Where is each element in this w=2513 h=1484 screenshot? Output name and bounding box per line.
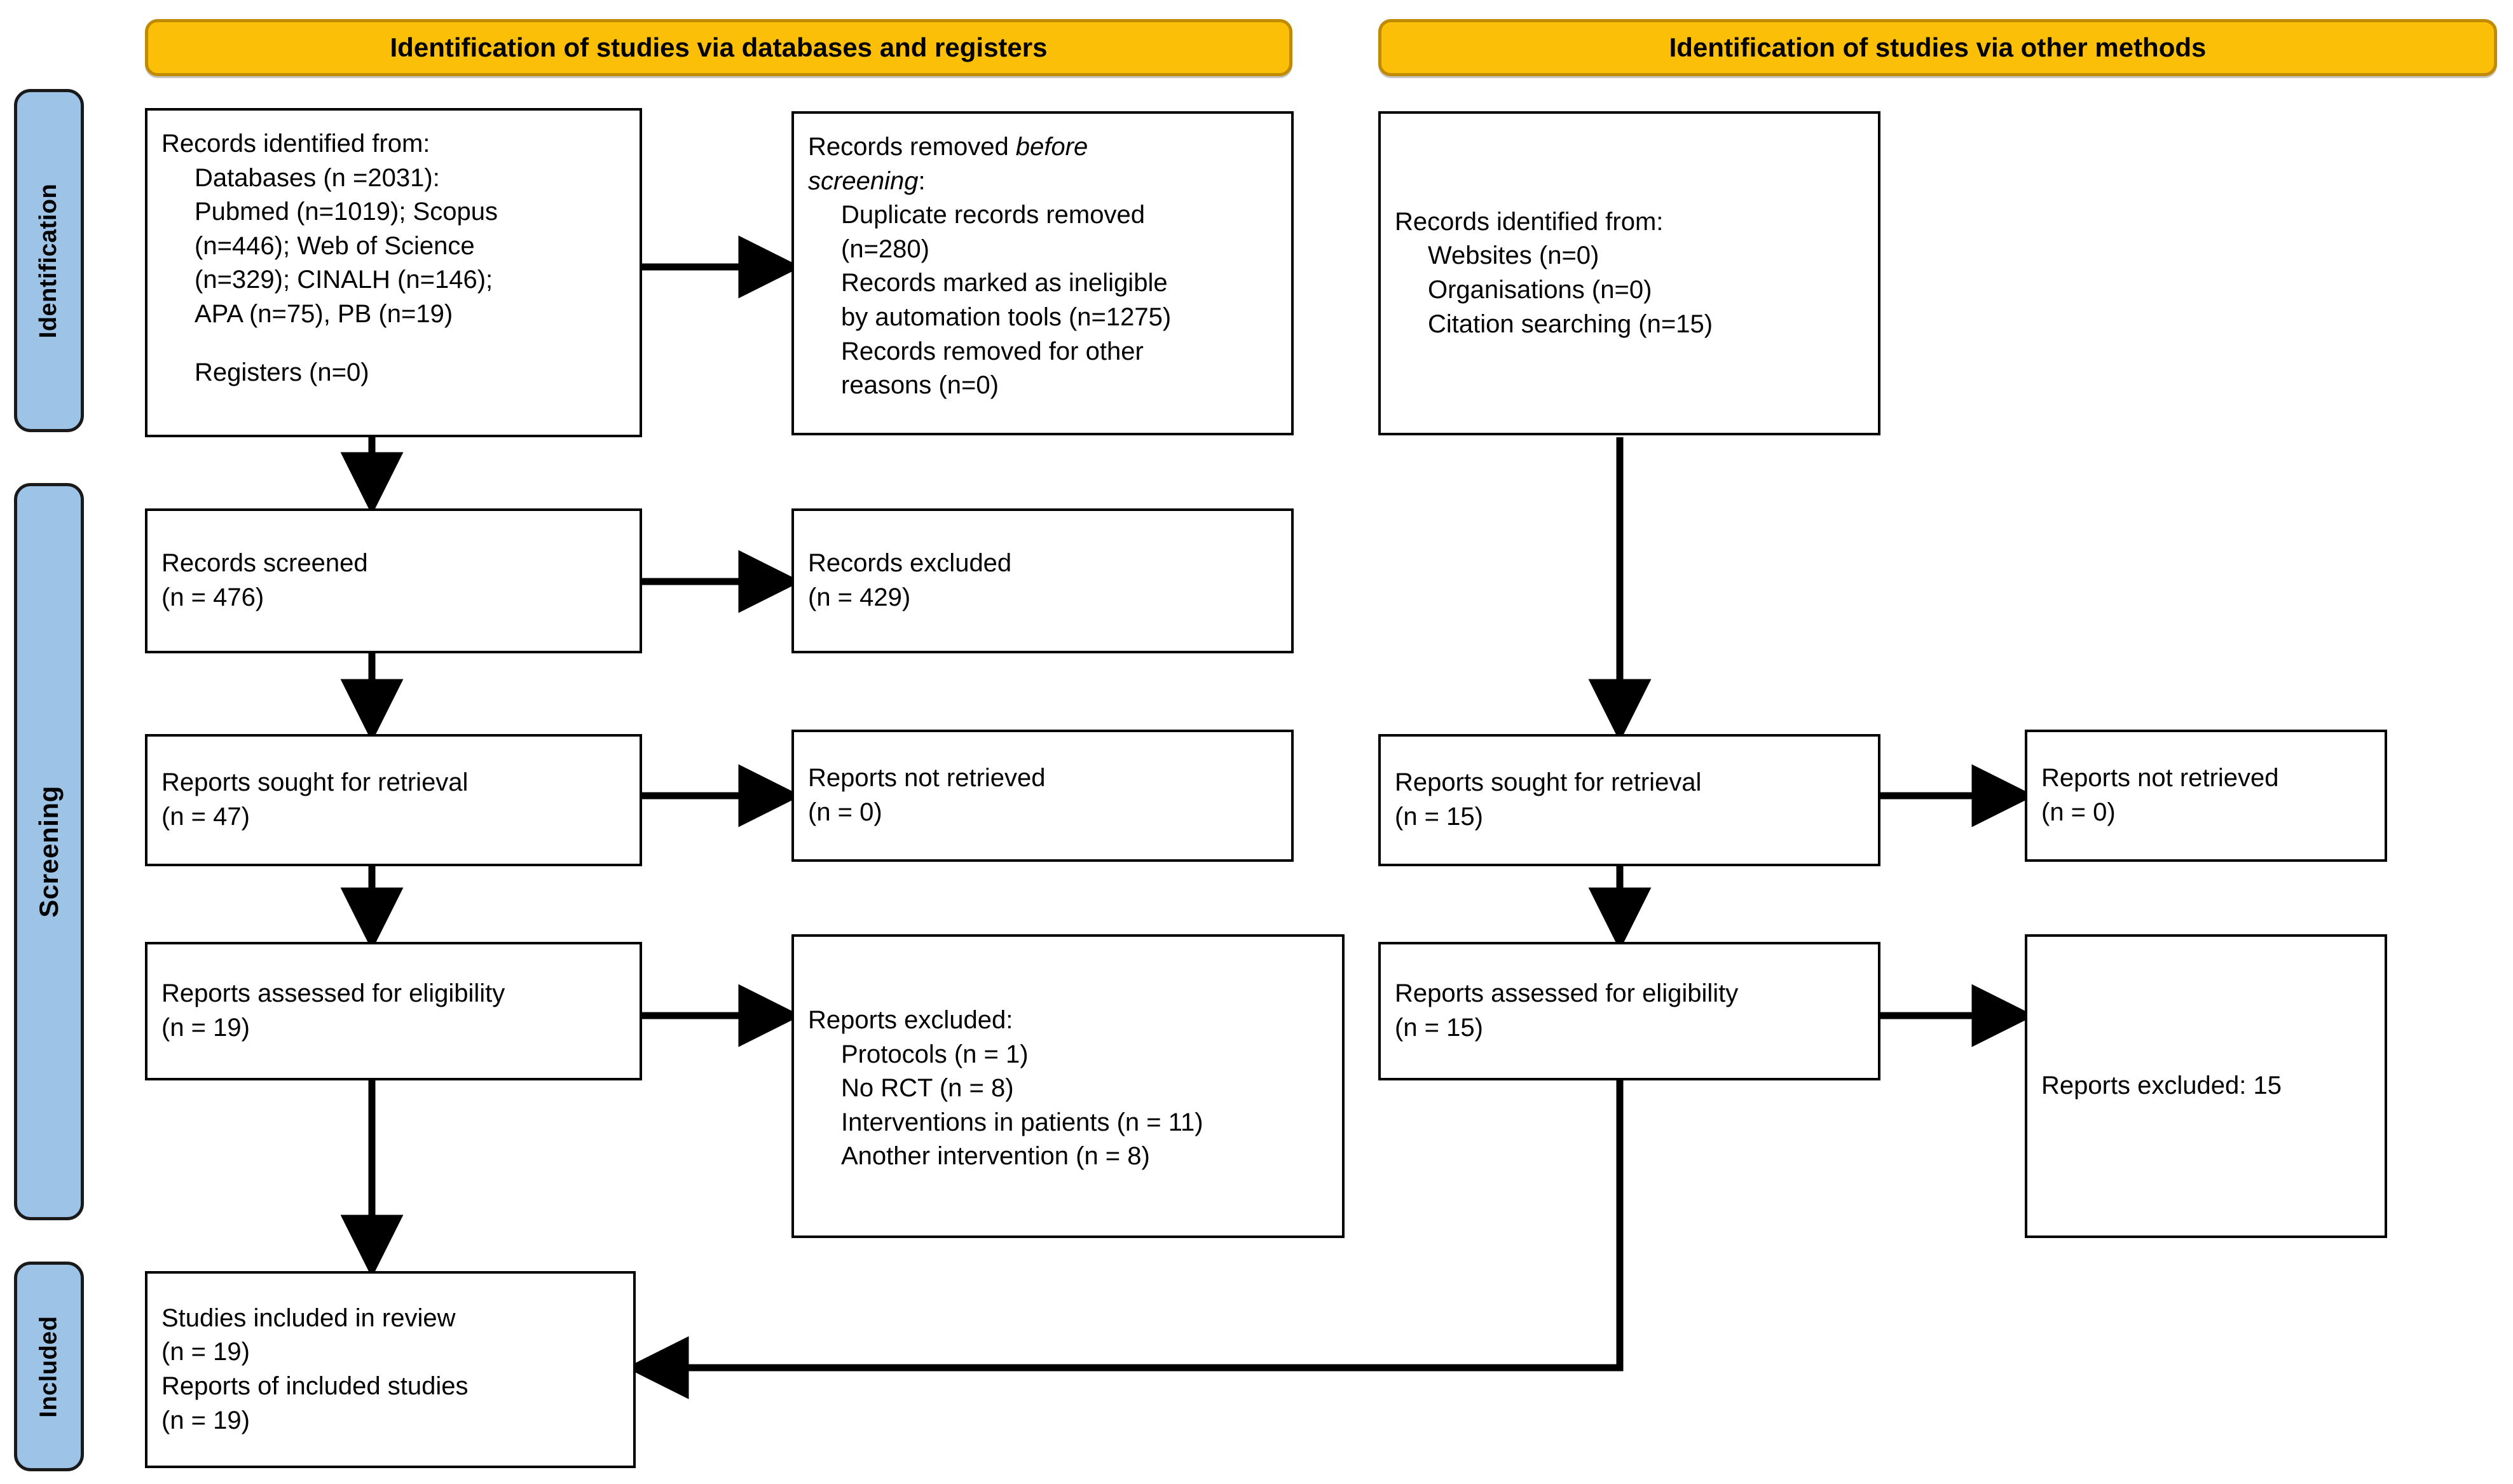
phase-label-screening: Screening [34,786,64,918]
line-records-identified-other-1: Websites (n=0) [1428,242,1599,270]
line-studies-included-3: (n = 19) [161,1406,250,1434]
banner-other-methods: Identification of studies via other meth… [1378,19,2497,76]
banner-other-label: Identification of studies via other meth… [1669,32,2207,62]
box-records-identified: Records identified from: Databases (n =2… [145,108,642,437]
line-records-removed-1-head: screening [808,167,919,195]
line-reports-excluded-left-2: No RCT (n = 8) [841,1074,1014,1103]
line-reports-not-retrieved-right-1: (n = 0) [2041,798,2116,826]
box-reports-sought-left: Reports sought for retrieval (n = 47) [145,734,642,866]
line-reports-sought-left-0: Reports sought for retrieval [161,768,469,797]
box-reports-sought-right: Reports sought for retrieval (n = 15) [1378,734,1880,866]
line-records-identified-2: Pubmed (n=1019); Scopus [195,198,498,226]
box-reports-excluded-right: Reports excluded: 15 [2025,934,2387,1238]
line-records-identified-7: Registers (n=0) [195,358,369,386]
line-reports-assessed-left-1: (n = 19) [161,1014,250,1042]
line-records-screened-0: Records screened [161,549,368,578]
box-records-identified-other: Records identified from: Websites (n=0) … [1378,111,1880,435]
box-reports-assessed-right: Reports assessed for eligibility (n = 15… [1378,942,1880,1080]
line-records-identified-3: (n=446); Web of Science [195,231,475,260]
line-records-removed-7: reasons (n=0) [841,371,999,400]
line-records-removed-6: Records removed for other [841,337,1144,365]
line-reports-excluded-left-0: Reports excluded: [808,1006,1013,1034]
box-records-excluded: Records excluded (n = 429) [791,508,1294,653]
line-reports-not-retrieved-left-1: (n = 0) [808,798,882,826]
banner-databases-label: Identification of studies via databases … [390,32,1048,62]
phase-label-included: Included [35,1315,62,1418]
line-records-removed-0-head: Records removed [808,133,1016,161]
line-records-identified-5: APA (n=75), PB (n=19) [195,299,453,328]
line-records-identified-spacer [161,332,626,356]
box-reports-not-retrieved-left: Reports not retrieved (n = 0) [791,730,1294,862]
line-reports-excluded-left-1: Protocols (n = 1) [841,1040,1029,1068]
box-studies-included: Studies included in review (n = 19) Repo… [145,1271,636,1468]
line-records-identified-other-0: Records identified from: [1395,207,1664,236]
line-reports-excluded-right-0: Reports excluded: 15 [2041,1072,2282,1100]
phase-bar-identification: Identification [14,89,84,432]
line-records-identified-4: (n=329); CINALH (n=146); [195,266,493,294]
line-reports-assessed-left-0: Reports assessed for eligibility [161,979,505,1008]
line-records-removed-5: by automation tools (n=1275) [841,303,1172,331]
line-records-identified-other-3: Citation searching (n=15) [1428,310,1713,338]
line-reports-not-retrieved-left-0: Reports not retrieved [808,764,1046,793]
line-records-excluded-1: (n = 429) [808,583,911,611]
phase-bar-screening: Screening [14,483,84,1220]
line-records-removed-1: screening: [808,165,1277,199]
phase-bar-included: Included [14,1262,84,1471]
box-records-screened: Records screened (n = 476) [145,508,642,653]
line-records-screened-1: (n = 476) [161,583,264,611]
box-reports-assessed-left: Reports assessed for eligibility (n = 19… [145,942,642,1080]
line-records-removed-3: (n=280) [841,235,929,263]
line-reports-assessed-right-0: Reports assessed for eligibility [1395,979,1739,1008]
phase-label-identification: Identification [35,183,62,338]
line-records-removed-1-tail: : [918,167,926,195]
line-reports-not-retrieved-right-0: Reports not retrieved [2041,764,2279,793]
line-studies-included-0: Studies included in review [161,1304,456,1332]
line-reports-sought-left-1: (n = 47) [161,803,250,831]
line-reports-sought-right-0: Reports sought for retrieval [1395,768,1702,797]
line-reports-sought-right-1: (n = 15) [1395,803,1483,831]
box-reports-excluded-left: Reports excluded: Protocols (n = 1) No R… [791,934,1345,1238]
line-records-excluded-0: Records excluded [808,549,1012,578]
box-reports-not-retrieved-right: Reports not retrieved (n = 0) [2025,730,2387,862]
box-records-removed: Records removed before screening: Duplic… [791,111,1294,435]
line-studies-included-2: Reports of included studies [161,1372,469,1400]
line-records-identified-0: Records identified from: [161,130,430,158]
line-reports-excluded-left-3: Interventions in patients (n = 11) [841,1108,1203,1136]
banner-databases-and-registers: Identification of studies via databases … [145,19,1292,76]
line-records-removed-0-tail: before [1015,133,1088,161]
line-studies-included-1: (n = 19) [161,1338,250,1366]
line-reports-assessed-right-1: (n = 15) [1395,1014,1483,1042]
line-records-removed-0: Records removed before [808,130,1277,165]
line-reports-excluded-left-4: Another intervention (n = 8) [841,1142,1150,1171]
line-records-removed-2: Duplicate records removed [841,201,1145,229]
line-records-identified-1: Databases (n =2031): [195,163,440,192]
line-records-identified-other-2: Organisations (n=0) [1428,276,1652,304]
line-records-removed-4: Records marked as ineligible [841,269,1168,297]
